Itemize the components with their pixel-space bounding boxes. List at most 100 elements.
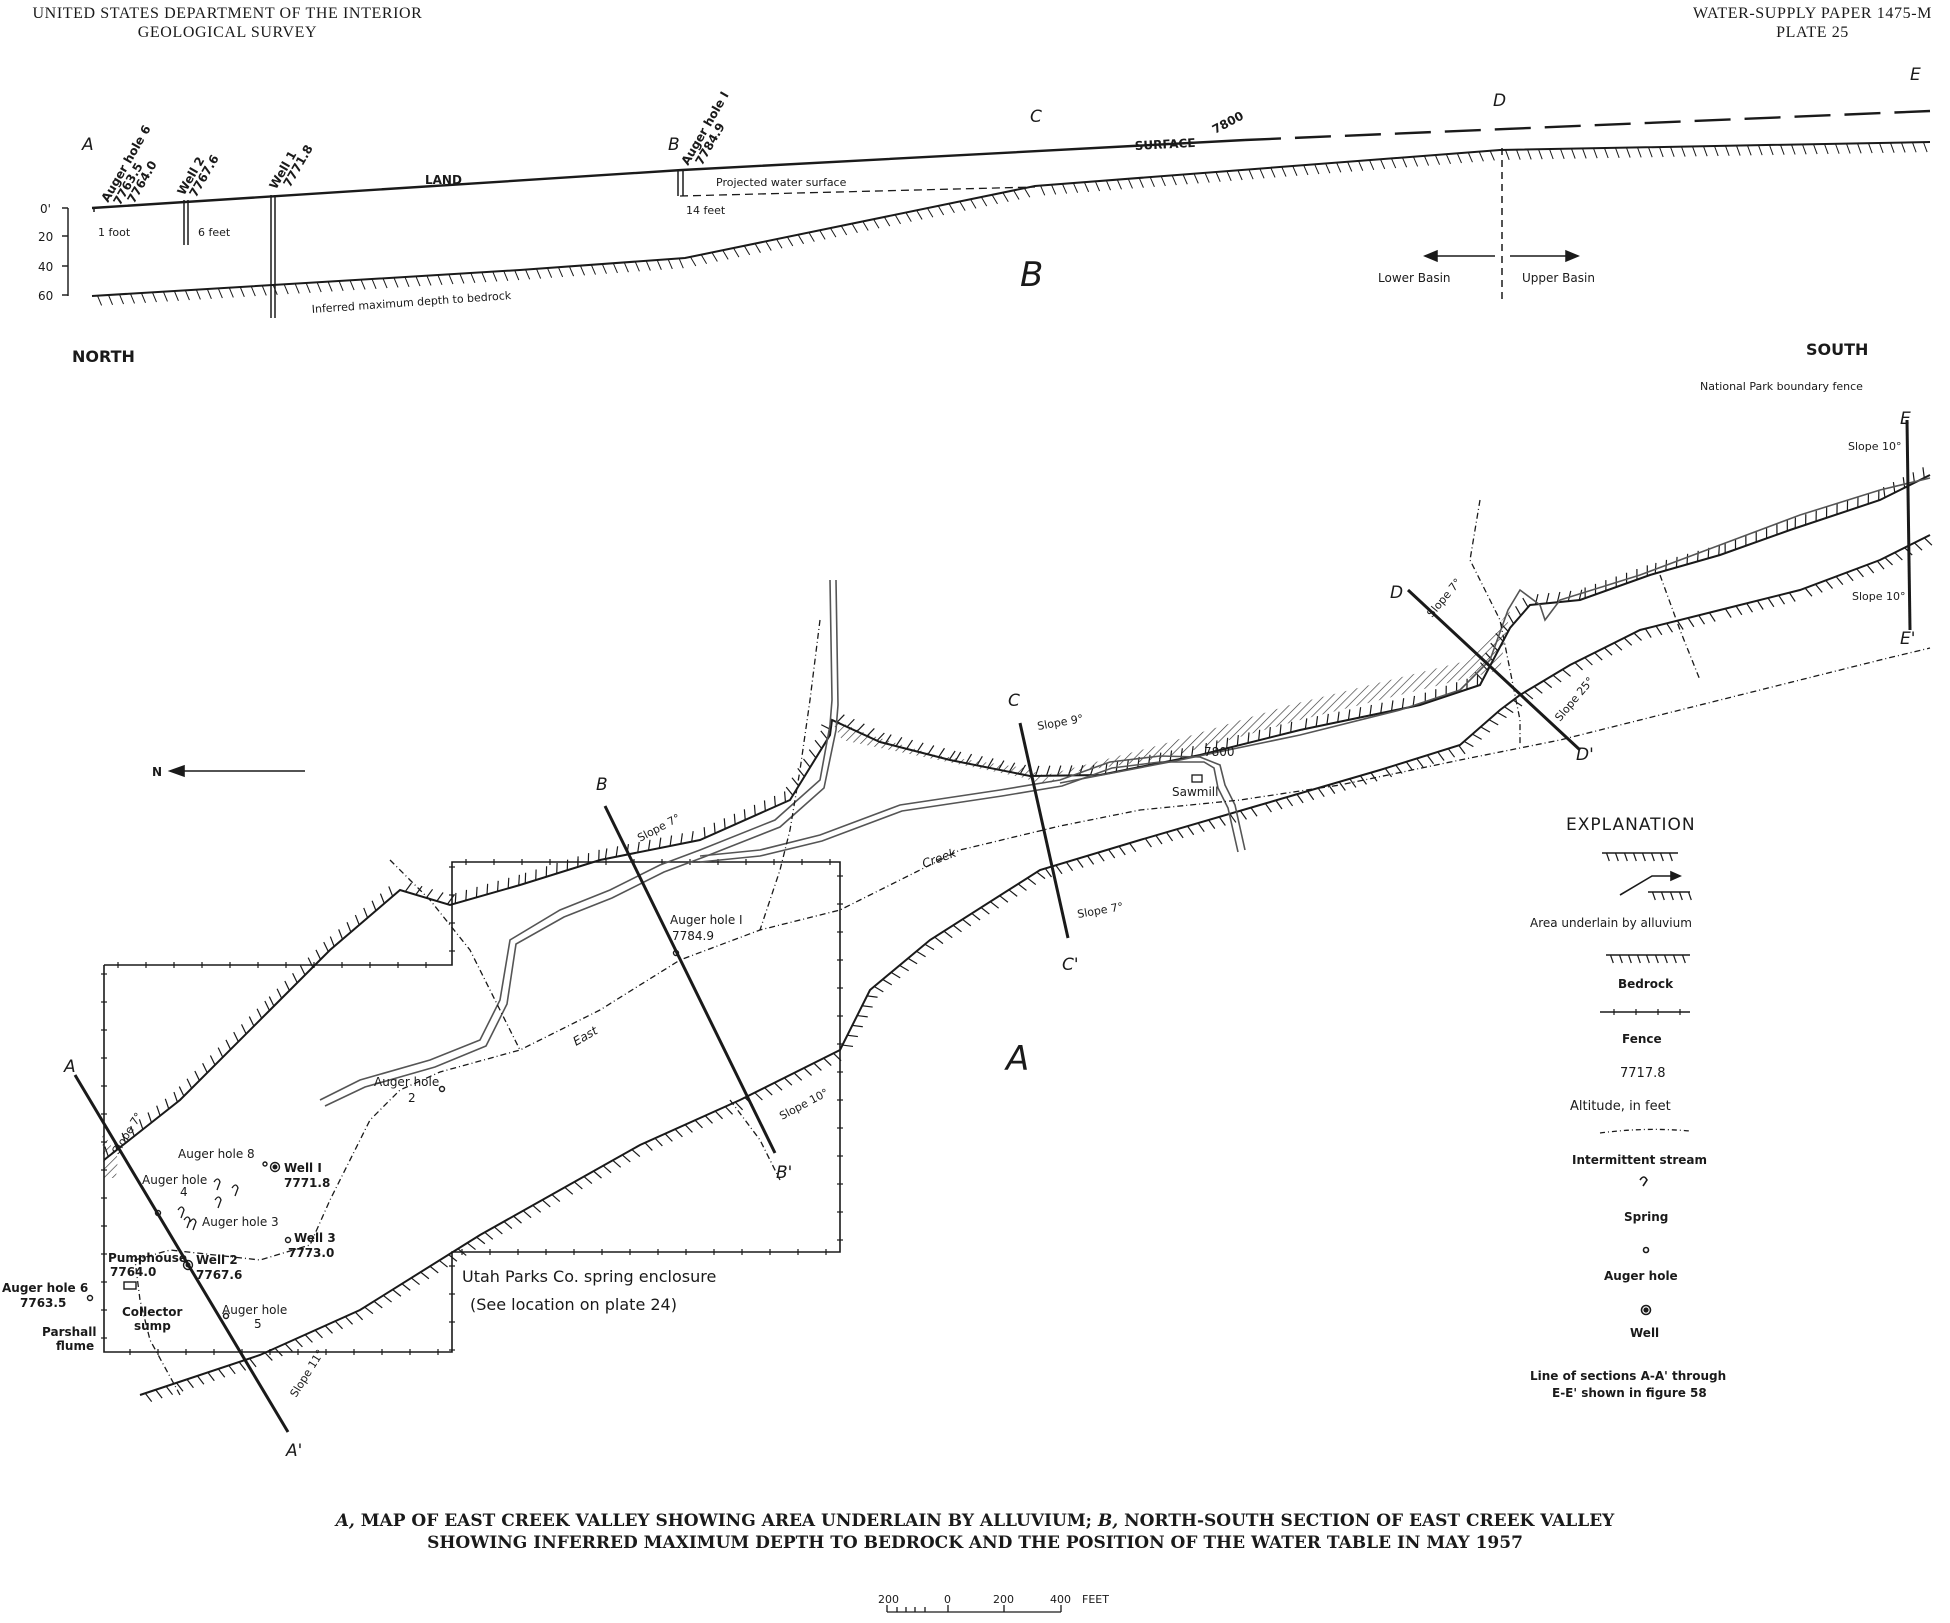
map-section-d: D — [1390, 583, 1403, 603]
label-creek-east: East — [571, 1023, 602, 1049]
section-point-b: B — [668, 135, 680, 155]
well-1: Well I — [284, 1161, 322, 1175]
land-surface-line — [91, 138, 1246, 210]
scale-label-400: 400 — [1050, 1593, 1071, 1606]
flume: flume — [56, 1339, 94, 1353]
slope-c-north: Slope 9° — [1036, 712, 1084, 733]
slope-b-north: Slope 7° — [635, 811, 682, 844]
auger-hole-6: Auger hole 6 — [2, 1281, 88, 1295]
fence-ticks — [101, 859, 843, 1355]
label-enclosure-2: (See location on plate 24) — [470, 1295, 677, 1314]
explanation-legend: EXPLANATION Area underlain by alluvium B… — [1530, 815, 1726, 1400]
scale-label-200-left: 200 — [878, 1593, 899, 1606]
label-creek: Creek — [920, 845, 959, 870]
label-upper-basin: Upper Basin — [1522, 271, 1595, 285]
sump: sump — [134, 1319, 171, 1333]
section-point-d: D — [1493, 91, 1506, 111]
caption-text-1: MAP OF EAST CREEK VALLEY SHOWING AREA UN… — [354, 1511, 1098, 1531]
scale-label-200: 200 — [993, 1593, 1014, 1606]
auger-hole-6-alt: 7763.5 — [20, 1296, 66, 1310]
label-north: NORTH — [72, 347, 135, 366]
well-2-alt: 7767.6 — [196, 1268, 242, 1282]
legend-sections-1: Line of sections A-A' through — [1530, 1369, 1726, 1383]
label-projected-water: Projected water surface — [716, 176, 847, 189]
slope-d-north: Slope 7° — [1424, 576, 1464, 620]
well-2: Well 2 — [196, 1253, 238, 1267]
scale-bar-ticks — [886, 1605, 1062, 1613]
legend-sections-2: E-E' shown in figure 58 — [1552, 1386, 1707, 1400]
legend-auger-hole: Auger hole — [1604, 1269, 1678, 1283]
header-survey: GEOLOGICAL SURVEY — [137, 24, 318, 41]
pumphouse: Pumphouse — [108, 1251, 187, 1265]
map-section-a-prime: A' — [285, 1441, 302, 1461]
section-depth-14-feet: 14 feet — [686, 204, 726, 217]
legend-hachures — [1605, 852, 1692, 1015]
section-b: 0' 20 40 60 LAND SURFACE 7800 Projected … — [38, 65, 1931, 366]
sawmill-symbol — [1191, 774, 1203, 783]
header-agency: UNITED STATES DEPARTMENT OF THE INTERIOR — [32, 5, 423, 22]
intermittent-stream — [134, 499, 1931, 1396]
caption-text-2: NORTH-SOUTH SECTION OF EAST CREEK VALLEY — [1118, 1511, 1615, 1531]
label-sawmill-altitude: 7800 — [1204, 745, 1235, 759]
pumphouse-alt: 7764.0 — [110, 1265, 156, 1279]
bedrock-north — [103, 474, 1931, 1161]
scale-unit: FEET — [1082, 1593, 1109, 1606]
depth-tick-20: 20 — [38, 230, 53, 244]
parshall: Parshall — [42, 1325, 97, 1339]
auger-hole-8: Auger hole 8 — [178, 1147, 255, 1161]
caption-line-2: SHOWING INFERRED MAXIMUM DEPTH TO BEDROC… — [427, 1533, 1523, 1553]
depth-tick-60: 60 — [38, 289, 53, 303]
auger-hole-3: Auger hole 3 — [202, 1215, 279, 1229]
auger-hole-4: Auger hole — [142, 1173, 207, 1187]
feature-labels: Auger hole I 7784.9 Auger hole 2 Auger h… — [2, 913, 743, 1353]
map-a: A A' B B' C C' D D' E E' Slope 7° Slope … — [2, 380, 1933, 1461]
label-south: SOUTH — [1806, 340, 1868, 359]
depth-tick-40: 40 — [38, 260, 53, 274]
legend-spring: Spring — [1624, 1210, 1668, 1224]
map-section-e-prime: E' — [1900, 629, 1915, 649]
label-boundary-fence: National Park boundary fence — [1700, 380, 1863, 393]
collector: Collector — [122, 1305, 183, 1319]
section-letters-map: A A' B B' C C' D D' E E' — [63, 409, 1915, 1461]
auger-hole-1-alt: 7784.9 — [672, 929, 714, 943]
projected-water-surface — [679, 186, 1036, 197]
well-1-alt: 7771.8 — [284, 1176, 330, 1190]
legend-well: Well — [1630, 1326, 1659, 1340]
header-plate: PLATE 25 — [1776, 24, 1849, 41]
slope-a-north: Slope 7° — [110, 1110, 146, 1156]
slope-c-south: Slope 7° — [1076, 900, 1124, 921]
caption-a: A, — [335, 1511, 355, 1531]
fence-enclosure — [103, 861, 841, 1353]
north-arrow — [167, 764, 305, 778]
bedrock-south — [139, 534, 1931, 1396]
map-section-a: A — [63, 1057, 76, 1077]
slope-b-south: Slope 10° — [777, 1086, 830, 1123]
well-3-alt: 7773.0 — [288, 1246, 334, 1260]
land-surface-projected — [1244, 109, 1931, 142]
header-paper: WATER-SUPPLY PAPER 1475-M — [1693, 5, 1932, 22]
legend-alluvium: Area underlain by alluvium — [1530, 916, 1692, 930]
legend-fence: Fence — [1622, 1032, 1662, 1046]
plate-caption: A, MAP OF EAST CREEK VALLEY SHOWING AREA… — [0, 1510, 1950, 1554]
section-point-e: E — [1910, 65, 1921, 85]
map-section-d-prime: D' — [1576, 745, 1594, 765]
label-enclosure-1: Utah Parks Co. spring enclosure — [462, 1267, 716, 1286]
road — [319, 477, 1931, 1107]
well-3: Well 3 — [294, 1231, 336, 1245]
scale-bar: 200 0 200 400 FEET — [878, 1593, 1109, 1613]
section-wells — [93, 148, 1503, 318]
basin-arrows — [1423, 249, 1580, 263]
auger-hole-2-num: 2 — [408, 1091, 416, 1105]
section-depth-6-feet: 6 feet — [198, 226, 231, 239]
section-point-c: C — [1030, 107, 1042, 127]
auger-hole-5: Auger hole — [222, 1303, 287, 1317]
label-land: LAND — [425, 173, 462, 187]
legend-stream: Intermittent stream — [1572, 1153, 1707, 1167]
map-section-b-prime: B' — [776, 1163, 792, 1183]
depth-tick-0: 0' — [40, 202, 51, 216]
slope-e-south: Slope 10° — [1852, 590, 1906, 603]
auger-hole-2: Auger hole — [374, 1075, 439, 1089]
map-section-c: C — [1008, 691, 1020, 711]
bedrock-line-section — [91, 141, 1931, 306]
auger-hole-5-num: 5 — [254, 1317, 262, 1331]
